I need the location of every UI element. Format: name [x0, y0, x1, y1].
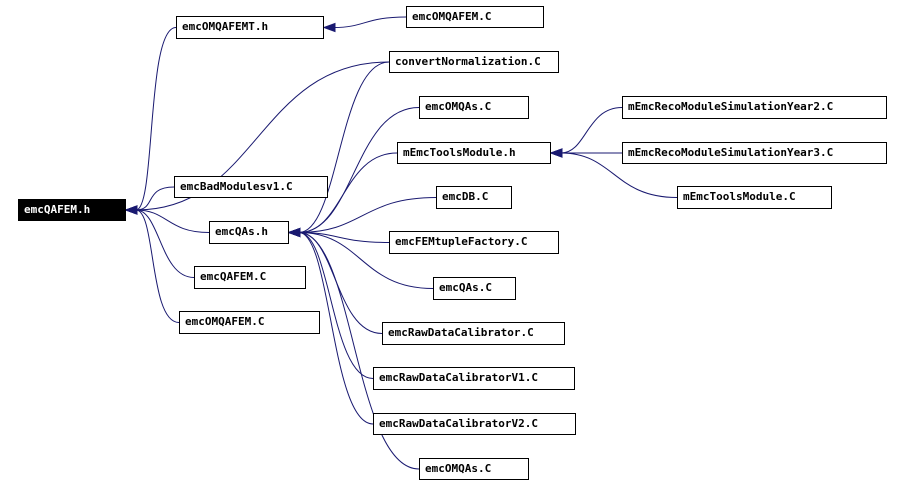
edge-emcOMQAFEM_C_bottom-to-emcQAFEM_h: [135, 209, 180, 323]
edge-emcRawDataCalibratorV1_C-to-emcQAs_h: [298, 232, 374, 379]
edge-mEmcToolsModule_h-to-emcQAs_h: [298, 152, 398, 233]
arrowhead-emcOMQAs_C_bottom-to-emcQAs_h: [287, 227, 301, 238]
edge-emcQAFEM_C-to-emcQAFEM_h: [135, 209, 195, 278]
node-emcOMQAFEMT-h[interactable]: emcOMQAFEMT.h: [176, 16, 324, 39]
node-emcQAs-C[interactable]: emcQAs.C: [433, 277, 516, 300]
edge-emcOMQAFEM_C_top-to-emcOMQAFEMT_h: [333, 16, 407, 28]
node-emcQAFEM-C[interactable]: emcQAFEM.C: [194, 266, 306, 289]
edge-convertNormalization_C-to-emcQAFEM_h: [135, 61, 390, 211]
edge-emcQAs_h-to-emcQAFEM_h: [135, 209, 210, 233]
edge-mEmcRecoModuleSimulationYear2_C-to-mEmcToolsModule_h: [560, 107, 623, 154]
arrowhead-mEmcToolsModule_C-to-mEmcToolsModule_h: [549, 148, 563, 158]
edge-emcDB_C-to-emcQAs_h: [298, 197, 437, 233]
node-emcOMQAFEM-C-top[interactable]: emcOMQAFEM.C: [406, 6, 544, 28]
arrowhead-emcOMQAFEM_C_top-to-emcOMQAFEMT_h: [322, 22, 336, 33]
node-emcRawDataCalibratorV2-C[interactable]: emcRawDataCalibratorV2.C: [373, 413, 576, 435]
node-emcQAFEM-h[interactable]: emcQAFEM.h: [18, 199, 126, 221]
edge-emcOMQAFEMT_h-to-emcQAFEM_h: [135, 27, 177, 211]
node-mEmcToolsModule-h[interactable]: mEmcToolsModule.h: [397, 142, 551, 164]
edge-convertNormalization_C-to-emcQAs_h: [298, 61, 390, 233]
edge-emcOMQAs_C_bottom-to-emcQAs_h: [298, 232, 420, 470]
node-emcRawDataCalibratorV1-C[interactable]: emcRawDataCalibratorV1.C: [373, 367, 575, 390]
node-emcDB-C[interactable]: emcDB.C: [436, 186, 512, 209]
edge-emcBadModulesv1_C-to-emcQAFEM_h: [135, 186, 175, 211]
edge-emcOMQAs_C_top-to-emcQAs_h: [298, 107, 420, 233]
node-emcQAs-h[interactable]: emcQAs.h: [209, 221, 289, 244]
node-mEmcRecoModuleSimulationYear2-C[interactable]: mEmcRecoModuleSimulationYear2.C: [622, 96, 887, 119]
node-emcOMQAs-C-bottom[interactable]: emcOMQAs.C: [419, 458, 529, 480]
edge-emcQAs_C-to-emcQAs_h: [298, 232, 434, 289]
node-emcOMQAFEM-C-bottom[interactable]: emcOMQAFEM.C: [179, 311, 320, 334]
node-emcRawDataCalibrator-C[interactable]: emcRawDataCalibrator.C: [382, 322, 565, 345]
node-mEmcRecoModuleSimulationYear3-C[interactable]: mEmcRecoModuleSimulationYear3.C: [622, 142, 887, 164]
edge-emcRawDataCalibratorV2_C-to-emcQAs_h: [298, 232, 374, 425]
arrowhead-emcOMQAFEM_C_bottom-to-emcQAFEM_h: [124, 205, 138, 215]
node-convertNormalization-C[interactable]: convertNormalization.C: [389, 51, 559, 73]
edge-mEmcToolsModule_C-to-mEmcToolsModule_h: [560, 152, 678, 198]
node-emcFEMtupleFactory-C[interactable]: emcFEMtupleFactory.C: [389, 231, 559, 254]
node-mEmcToolsModule-C[interactable]: mEmcToolsModule.C: [677, 186, 832, 209]
node-emcOMQAs-C-top[interactable]: emcOMQAs.C: [419, 96, 529, 119]
node-emcBadModulesv1-C[interactable]: emcBadModulesv1.C: [174, 176, 328, 198]
